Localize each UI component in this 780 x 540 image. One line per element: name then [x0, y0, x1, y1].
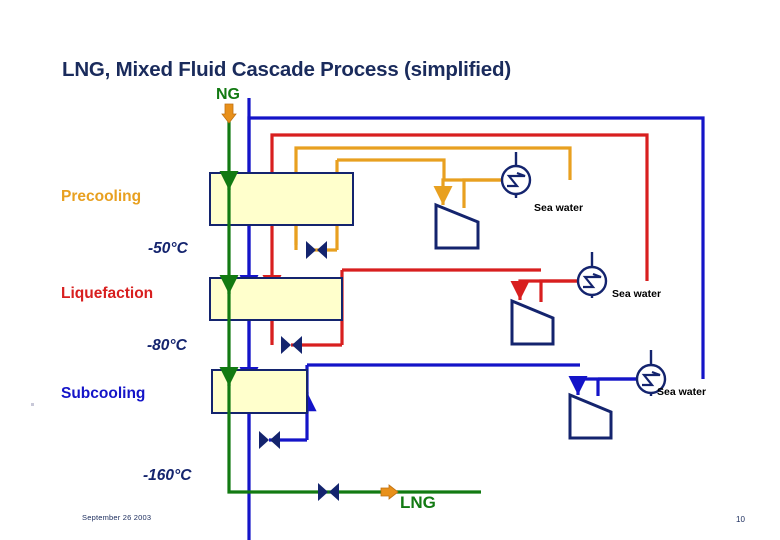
precooling-section-label: Precooling: [61, 188, 142, 205]
temperature-after-subcooling: -160°C: [143, 467, 192, 484]
precooling-exchanger: [209, 172, 354, 226]
liquefaction-section-label: Liquefaction: [61, 285, 154, 302]
sea-water-cooler-3: [635, 363, 667, 395]
heat-exchanger-blocks: [209, 172, 354, 414]
temperature-after-precooling: -50°C: [148, 240, 188, 257]
ng-inlet-arrow: [221, 103, 237, 124]
expansion-valves: [259, 241, 339, 501]
subcooling-exchanger: [211, 369, 308, 414]
lng-product-valve: [318, 483, 339, 501]
sea-water-label-3: Sea water: [657, 386, 707, 398]
subcooling-jt-valve: [259, 431, 280, 449]
lng-product-label: LNG: [400, 493, 436, 512]
page-number: 10: [736, 515, 745, 524]
temperature-after-liquefaction: -80°C: [147, 337, 187, 354]
lng-outlet-arrow: [380, 484, 399, 500]
scan-artifact-dot: [31, 403, 34, 406]
precooling-jt-valve: [306, 241, 327, 259]
ng-feed-label: NG: [216, 86, 240, 103]
precooling-compressor: [434, 202, 480, 250]
page-title: LNG, Mixed Fluid Cascade Process (simpli…: [62, 58, 511, 81]
stream-arrows: [221, 103, 399, 500]
sea-water-coolers: [500, 164, 667, 395]
footer-date: September 26 2003: [82, 513, 152, 522]
sea-water-cooler-1: [500, 164, 532, 196]
compressors: [434, 202, 613, 440]
subcooling-section-label: Subcooling: [61, 385, 146, 402]
sea-water-label-1: Sea water: [534, 202, 584, 214]
sea-water-cooler-2: [576, 265, 608, 297]
sea-water-label-2: Sea water: [612, 288, 662, 300]
liquefaction-jt-valve: [281, 336, 302, 354]
liquefaction-compressor: [510, 298, 555, 346]
subcooling-compressor: [568, 392, 613, 440]
